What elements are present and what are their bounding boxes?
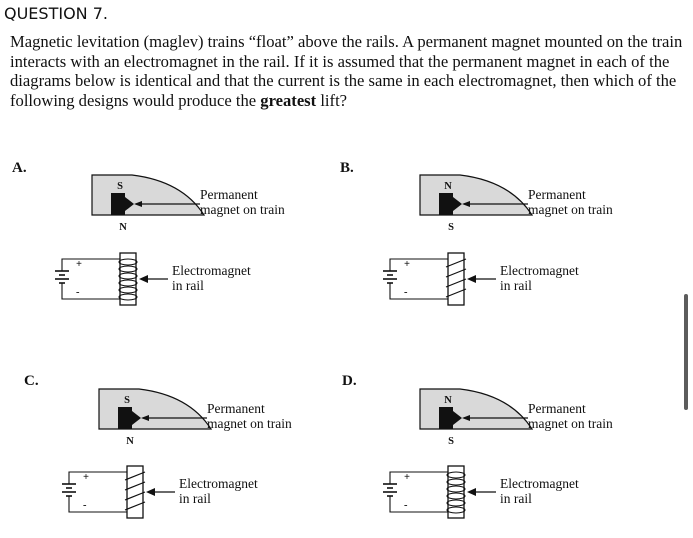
electromagnet-pointer-arrowhead	[467, 275, 476, 283]
magnet-bottom-pole: S	[448, 436, 454, 447]
question-text-part2: lift?	[316, 90, 348, 110]
magnet-top-pole: N	[444, 395, 452, 406]
magnet-top-pole: S	[124, 395, 130, 406]
circuit-wire-top	[68, 471, 127, 484]
battery-minus: -	[83, 500, 87, 511]
magnet-label-line1: Permanent	[528, 401, 586, 416]
magnet-pointer-arrowhead	[134, 201, 142, 207]
battery-plus: +	[76, 259, 82, 270]
coil-loop	[446, 471, 466, 479]
option-letter: A.	[12, 160, 27, 176]
question-text: Magnetic levitation (maglev) trains “flo…	[10, 32, 690, 110]
battery-plus: +	[404, 472, 410, 483]
electromagnet-pointer-arrowhead	[467, 488, 476, 496]
coil-loop	[118, 279, 138, 287]
magnet-label-line1: Permanent	[207, 401, 265, 416]
coil-turn	[124, 481, 146, 491]
magnet-label-line1: Permanent	[200, 187, 258, 202]
electromagnet-label-line1: Electromagnet	[172, 263, 251, 278]
magnet-bottom-pole: N	[126, 436, 134, 447]
circuit-wire-bottom	[68, 500, 127, 513]
coil-loop	[446, 506, 466, 514]
magnet-top-pole: N	[444, 181, 452, 192]
circuit-wire-top	[389, 258, 448, 271]
coil-turn	[124, 471, 146, 481]
electromagnet-label-line2: in rail	[500, 491, 532, 506]
electromagnet-label-line2: in rail	[179, 491, 211, 506]
question-heading: QUESTION 7.	[4, 4, 108, 23]
electromagnet-pointer-arrowhead	[146, 488, 155, 496]
battery-minus: -	[404, 287, 408, 298]
magnet-pointer-arrowhead	[462, 415, 470, 421]
electromagnet-label-line1: Electromagnet	[179, 476, 258, 491]
coil-turn	[445, 268, 467, 278]
circuit-wire-top	[389, 471, 448, 484]
magnet-bottom-pole: S	[448, 222, 454, 233]
magnet-label-line2: magnet on train	[528, 416, 613, 431]
circuit-wire-bottom	[61, 287, 120, 300]
magnet-pointer-arrowhead	[462, 201, 470, 207]
question-text-part1: Magnetic levitation (maglev) trains “flo…	[10, 32, 683, 110]
battery-plus: +	[404, 259, 410, 270]
electromagnet-label-line2: in rail	[172, 278, 204, 293]
option-letter: C.	[24, 373, 39, 389]
battery-minus: -	[404, 500, 408, 511]
electromagnet-label-line1: Electromagnet	[500, 476, 579, 491]
magnet-core	[439, 407, 453, 429]
circuit-wire-bottom	[389, 500, 448, 513]
coil-loop	[446, 485, 466, 493]
magnet-core	[118, 407, 132, 429]
coil-loop	[118, 265, 138, 273]
magnet-core	[111, 193, 125, 215]
magnet-core-tip	[132, 411, 141, 425]
electromagnet-pointer-arrowhead	[139, 275, 148, 283]
magnet-top-pole: S	[117, 181, 123, 192]
option-letter: B.	[340, 160, 354, 176]
magnet-housing	[419, 388, 534, 430]
magnet-core	[439, 193, 453, 215]
coil-loop	[118, 258, 138, 266]
magnet-label-line1: Permanent	[528, 187, 586, 202]
magnet-bottom-pole: N	[119, 222, 127, 233]
battery-plus: +	[83, 472, 89, 483]
magnet-label-line2: magnet on train	[528, 202, 613, 217]
coil-turn	[124, 491, 146, 501]
scrollbar[interactable]	[684, 294, 688, 410]
battery-minus: -	[76, 287, 80, 298]
coil-turn	[445, 278, 467, 288]
magnet-housing	[98, 388, 213, 430]
magnet-housing	[91, 174, 206, 216]
magnet-housing	[419, 174, 534, 216]
magnet-label-line2: magnet on train	[200, 202, 285, 217]
coil-loop	[446, 478, 466, 486]
coil-loop	[118, 286, 138, 294]
coil-turn	[124, 501, 146, 511]
magnet-label-line2: magnet on train	[207, 416, 292, 431]
option-letter: D.	[342, 373, 357, 389]
electromagnet-label-line1: Electromagnet	[500, 263, 579, 278]
magnet-core-tip	[453, 197, 462, 211]
coil-loop	[118, 293, 138, 301]
magnet-core-tip	[453, 411, 462, 425]
magnet-core-tip	[125, 197, 134, 211]
coil-loop	[446, 492, 466, 500]
coil-loop	[446, 499, 466, 507]
coil-loop	[118, 272, 138, 280]
coil-turn	[445, 288, 467, 298]
circuit-wire-bottom	[389, 287, 448, 300]
electromagnet-label-line2: in rail	[500, 278, 532, 293]
question-emphasis: greatest	[260, 90, 317, 110]
circuit-wire-top	[61, 258, 120, 271]
magnet-pointer-arrowhead	[141, 415, 149, 421]
coil-turn	[445, 258, 467, 268]
